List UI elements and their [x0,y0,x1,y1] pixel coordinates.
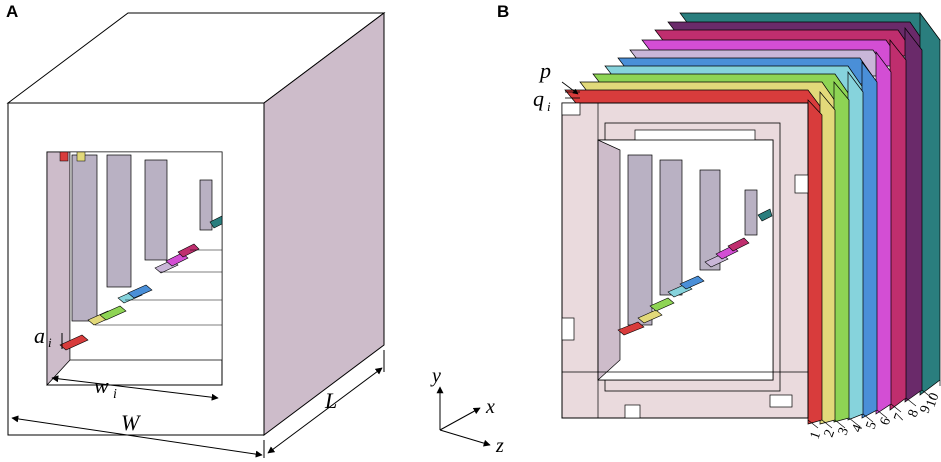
step-3 [99,305,127,321]
layer-number-4: 4 [850,423,866,435]
fin [144,159,168,261]
dim-L-line [267,367,383,454]
w-subscript: i [113,387,117,402]
axis-y-label: y [430,365,441,387]
layer-number-6: 6 [878,416,894,428]
fin [71,154,98,322]
panel-a-label: A [6,2,19,21]
layer-number-1: 1 [808,430,824,442]
p-label: p [538,58,551,83]
W-label: W [121,410,141,435]
layer-number-ticks [807,380,941,429]
panel-b-label: B [497,2,510,21]
layer-number-8: 8 [906,408,922,420]
step-8 [177,243,200,258]
layer-number-5: 5 [864,420,880,432]
a-subscript: i [48,335,52,350]
layer-number-2: 2 [822,428,838,440]
layer-number-10: 10 [924,391,941,409]
panel-a-block [6,12,386,436]
fin [106,154,132,288]
panel-b-block [561,11,941,425]
a-label: a [34,323,45,348]
q-label: q [533,86,544,111]
dimension-annotations-a [7,333,385,458]
pq-annotation-lines [561,81,580,99]
ceiling-tab [76,151,86,162]
dim-W-line [11,415,263,458]
axis-z-label: z [495,435,504,457]
layer-number-7: 7 [892,412,908,424]
fin [199,179,213,231]
ceiling-tab [59,151,69,162]
step-1 [59,334,89,351]
layer-number-9: 9 [918,404,934,416]
L-label: L [324,388,337,413]
axes-triad [436,386,491,447]
axis-x-label: x [485,396,495,418]
layer-number-3: 3 [836,426,852,438]
step-5 [127,284,153,299]
dim-w-line [51,375,219,401]
w-label: w [94,373,109,398]
q-subscript: i [547,99,551,114]
step-10 [209,215,223,229]
